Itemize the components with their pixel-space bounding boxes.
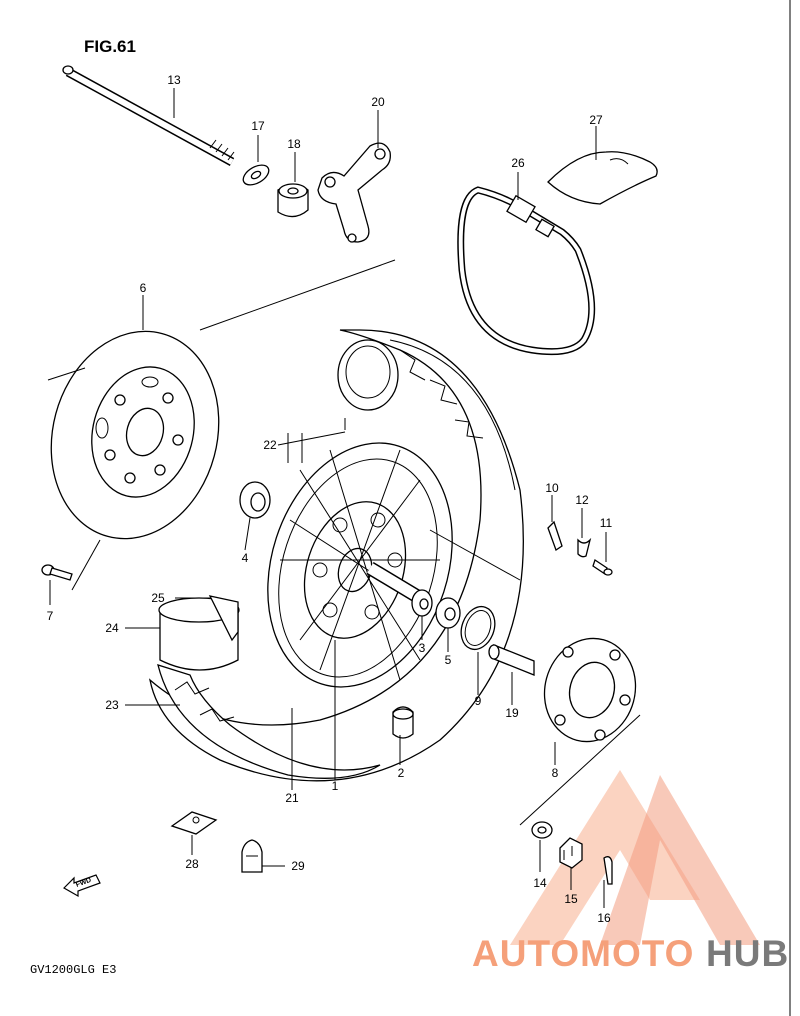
callout-16[interactable]: 16	[597, 911, 611, 925]
callout-1[interactable]: 1	[332, 779, 339, 793]
part-4-bearing[interactable]	[239, 481, 271, 519]
model-code: GV1200GLG E3	[30, 963, 116, 977]
callout-22[interactable]: 22	[263, 438, 277, 452]
part-13-axle[interactable]	[62, 65, 235, 166]
callout-26[interactable]: 26	[511, 156, 525, 170]
triangle-logo-icon	[510, 770, 760, 945]
part-29-valve-cap[interactable]	[241, 839, 263, 873]
callout-24[interactable]: 24	[105, 621, 119, 635]
callout-19[interactable]: 19	[505, 706, 519, 720]
callout-2[interactable]: 2	[398, 766, 405, 780]
callout-21[interactable]: 21	[285, 791, 299, 805]
callout-14[interactable]: 14	[533, 876, 547, 890]
callout-7[interactable]: 7	[47, 609, 54, 623]
part-1-wheel-rim[interactable]	[238, 419, 483, 711]
figure-title: FIG.61	[84, 37, 136, 56]
part-11-screw[interactable]	[592, 558, 613, 576]
callout-12[interactable]: 12	[575, 493, 589, 507]
part-20-brake-stopper[interactable]	[317, 142, 391, 243]
watermark-text: AUTOMOTO HUB	[472, 933, 789, 974]
callout-10[interactable]: 10	[545, 481, 559, 495]
callout-13[interactable]: 13	[167, 73, 181, 87]
part-26-cable[interactable]	[457, 186, 596, 356]
callout-4[interactable]: 4	[242, 551, 249, 565]
callout-29[interactable]: 29	[291, 859, 305, 873]
part-5-bearing[interactable]	[435, 597, 461, 629]
callout-8[interactable]: 8	[552, 766, 559, 780]
part-18-spacer[interactable]	[277, 183, 309, 218]
part-21-tire[interactable]	[148, 329, 524, 782]
callout-17[interactable]: 17	[251, 119, 265, 133]
callout-28[interactable]: 28	[185, 857, 199, 871]
callout-27[interactable]: 27	[589, 113, 603, 127]
watermark-brand-part1: AUTOMOTO	[472, 933, 694, 974]
callout-25[interactable]: 25	[151, 591, 165, 605]
part-24-tube[interactable]	[158, 595, 240, 671]
part-14-washer[interactable]	[531, 821, 553, 839]
part-9-o-ring[interactable]	[455, 602, 500, 654]
callout-20[interactable]: 20	[371, 95, 385, 109]
part-8-hub-flange[interactable]	[533, 628, 647, 752]
callout-5[interactable]: 5	[445, 653, 452, 667]
part-10-bracket[interactable]	[547, 520, 563, 551]
part-23-rim-band[interactable]	[157, 664, 381, 779]
part-22-spoke-nipple[interactable]	[337, 339, 399, 430]
part-16-cotter-pin[interactable]	[603, 856, 613, 885]
part-28-balance-weight[interactable]	[170, 811, 218, 835]
watermark-logo	[510, 770, 760, 945]
part-19-spacer[interactable]	[488, 644, 535, 676]
callout-23[interactable]: 23	[105, 698, 119, 712]
callout-15[interactable]: 15	[564, 892, 578, 906]
callout-9[interactable]: 9	[475, 694, 482, 708]
callout-18[interactable]: 18	[287, 137, 301, 151]
part-17-washer[interactable]	[240, 161, 272, 189]
part-15-castle-nut[interactable]	[559, 837, 583, 869]
leader-lines	[47, 88, 641, 908]
watermark-brand-part2: HUB	[706, 933, 789, 974]
forward-arrow-icon: FWD	[63, 874, 101, 898]
callout-11[interactable]: 11	[600, 516, 613, 530]
callout-6[interactable]: 6	[140, 281, 147, 295]
part-6-brake-disc[interactable]	[29, 312, 242, 557]
part-27-pad[interactable]	[547, 151, 658, 205]
part-3-bearing[interactable]	[411, 589, 433, 617]
part-7-disc-bolt[interactable]	[41, 564, 73, 581]
part-12-clip[interactable]	[577, 537, 592, 558]
callout-3[interactable]: 3	[419, 641, 426, 655]
part-2-collar[interactable]	[392, 706, 414, 739]
callout-labels: 1 2 3 4 5 6 7 8 9 10 11 12 13 14 15 16 1…	[47, 73, 613, 925]
